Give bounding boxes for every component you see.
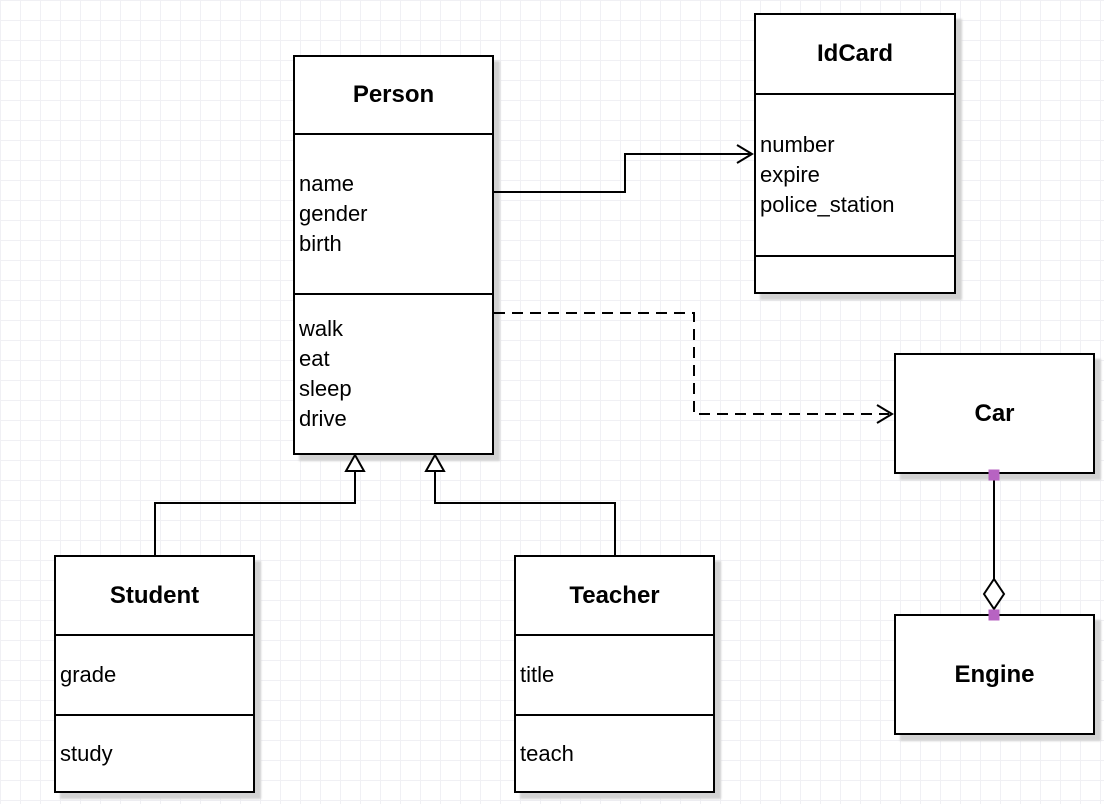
attribute: expire <box>760 162 820 187</box>
class-person-methods: walk eat sleep drive <box>295 293 492 453</box>
hollow-triangle-icon <box>424 452 446 472</box>
method: walk <box>299 316 344 341</box>
class-teacher-attributes: title <box>516 634 713 714</box>
open-arrow-icon <box>736 144 754 164</box>
class-student-methods: study <box>56 714 253 791</box>
open-arrow-icon <box>876 404 894 424</box>
class-person[interactable]: Person name gender birth walk eat sleep … <box>293 55 494 455</box>
method: eat <box>299 346 330 371</box>
method: sleep <box>299 376 352 401</box>
class-person-title: Person <box>352 81 435 108</box>
class-idcard-attributes: number expire police_station <box>756 93 954 255</box>
class-car[interactable]: Car <box>894 353 1095 474</box>
class-engine[interactable]: Engine <box>894 614 1095 735</box>
class-idcard-methods-empty <box>756 255 954 292</box>
class-student-attributes: grade <box>56 634 253 714</box>
class-student-title: Student <box>109 581 200 609</box>
class-idcard-title: IdCard <box>816 40 893 67</box>
class-idcard[interactable]: IdCard number expire police_station <box>754 13 956 294</box>
class-student[interactable]: Student grade study <box>54 555 255 793</box>
hollow-triangle-icon <box>344 452 366 472</box>
attribute: police_station <box>760 192 895 217</box>
attribute: birth <box>299 231 342 256</box>
attribute: gender <box>299 201 368 226</box>
class-car-title: Car <box>974 399 1015 427</box>
class-teacher-methods: teach <box>516 714 713 791</box>
attribute: number <box>760 132 835 157</box>
edge-generalization-student-person[interactable] <box>154 452 366 555</box>
hollow-diamond-icon <box>982 577 1006 611</box>
method: study <box>60 740 113 766</box>
class-person-attributes: name gender birth <box>295 133 492 293</box>
class-teacher[interactable]: Teacher title teach <box>514 555 715 793</box>
attribute: grade <box>60 662 117 687</box>
attribute: name <box>299 171 355 196</box>
method: teach <box>520 740 574 766</box>
method: drive <box>299 406 347 431</box>
edge-aggregation-car-engine[interactable] <box>982 469 1006 621</box>
class-engine-title: Engine <box>954 660 1035 688</box>
edge-association-person-idcard[interactable] <box>494 144 754 193</box>
class-teacher-title: Teacher <box>569 581 660 609</box>
edge-dependency-person-car[interactable] <box>494 312 894 424</box>
edge-generalization-teacher-person[interactable] <box>424 452 616 555</box>
attribute: title <box>520 662 555 687</box>
